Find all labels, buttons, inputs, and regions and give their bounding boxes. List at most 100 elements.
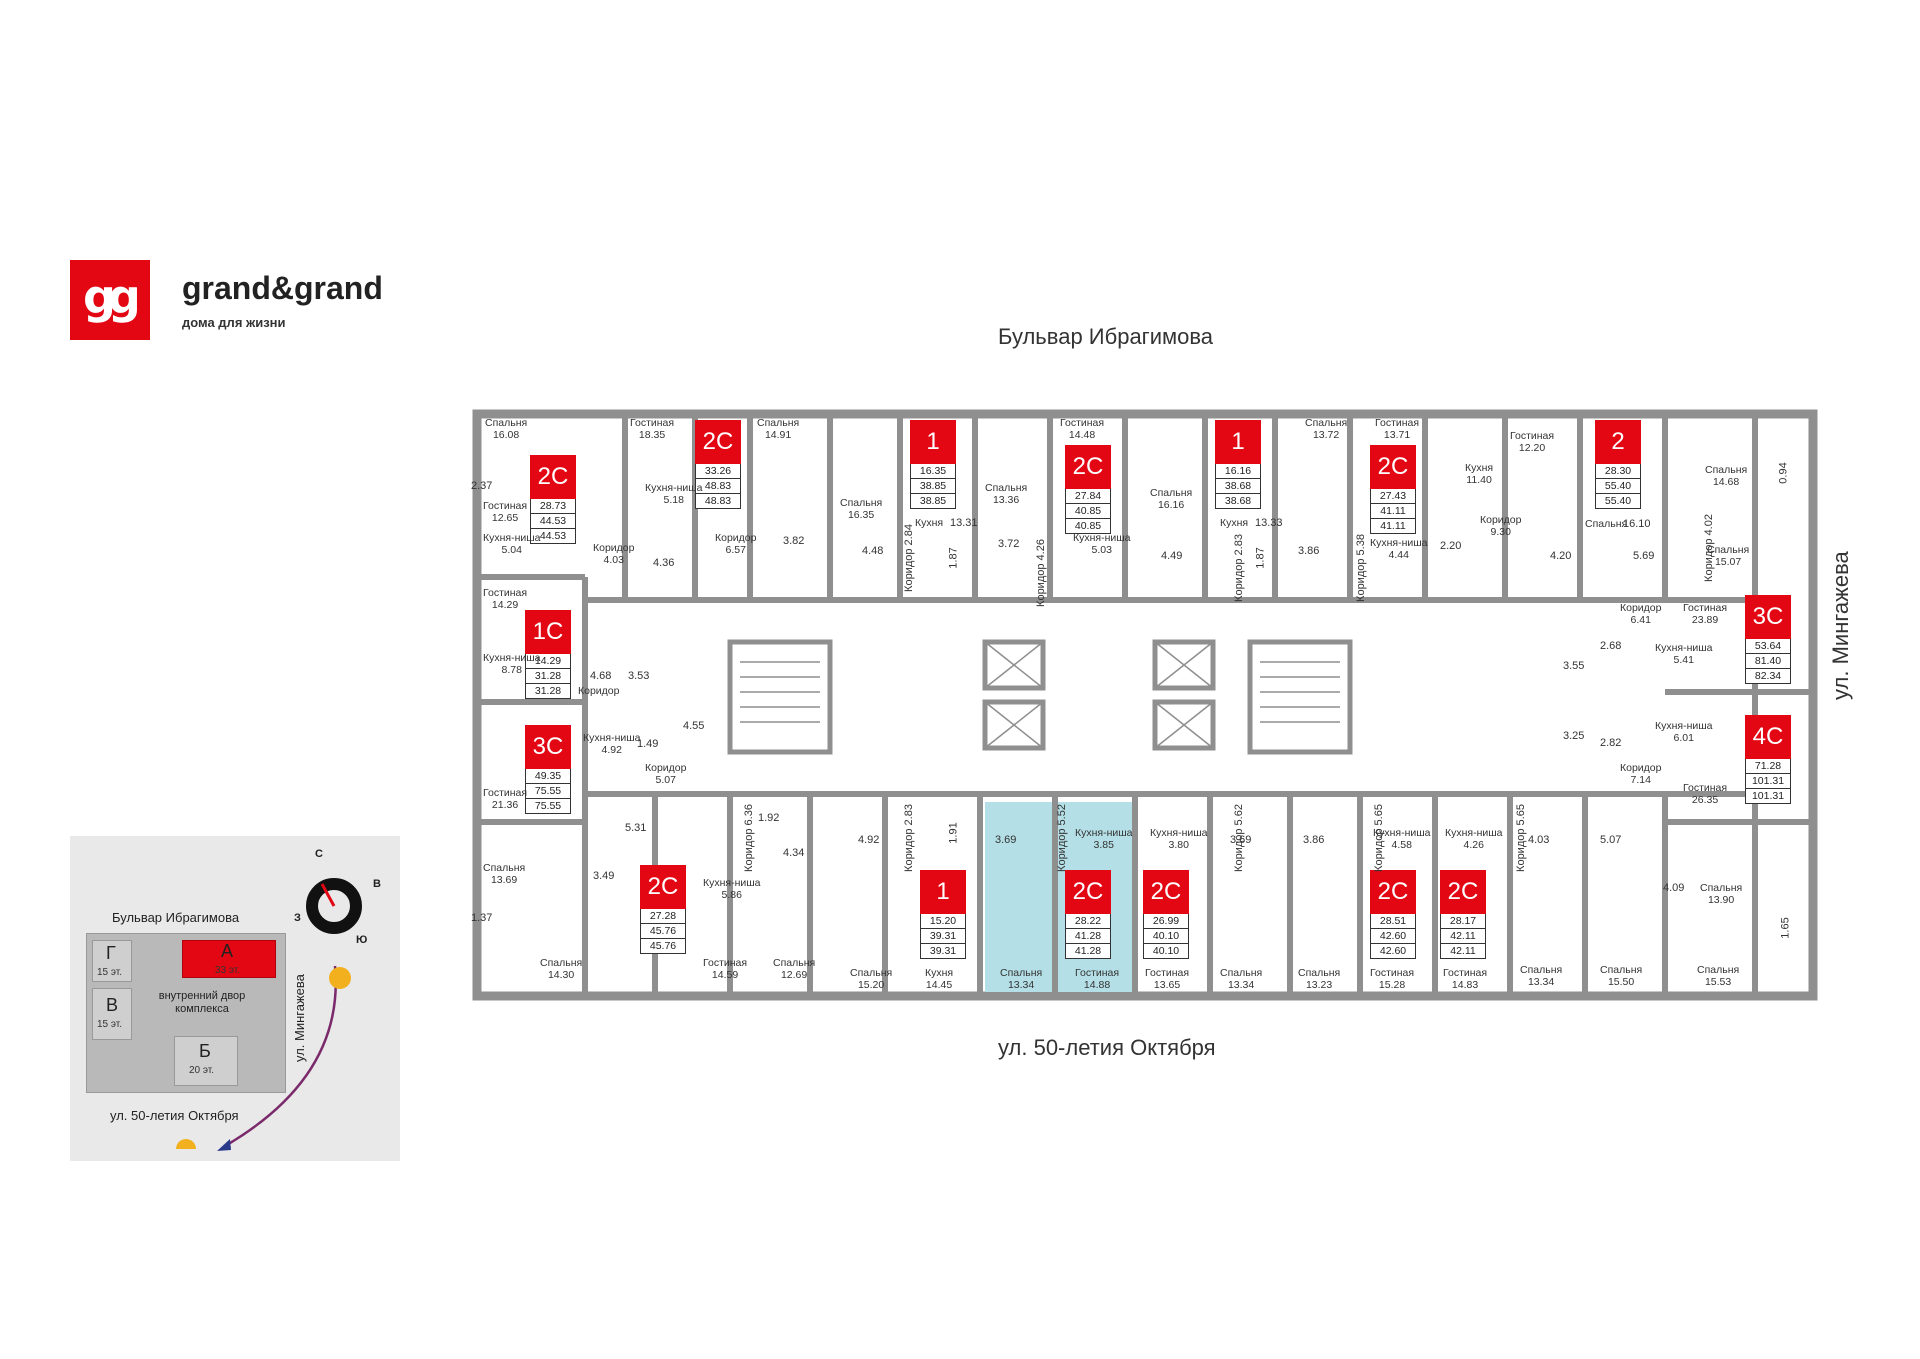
area-number: 3.53: [628, 670, 650, 682]
area-number: 1.91: [947, 822, 960, 844]
area-number: 3.49: [593, 870, 615, 882]
area-number: 4.20: [1550, 550, 1572, 562]
area-number: 4.48: [862, 545, 884, 557]
corridor-label: Коридор 2.83: [902, 804, 915, 872]
site-minimap: Бульвар Ибрагимова Г 15 эт. А 33 эт. В 1…: [70, 836, 400, 1161]
area-number: 2.20: [1440, 540, 1462, 552]
area-number: 0.94: [1777, 462, 1790, 484]
area-number: 1.37: [471, 912, 493, 924]
corridor-label: Коридор 5.65: [1372, 804, 1385, 872]
area-number: 4.55: [683, 720, 705, 732]
corridor-label: Коридор 5.38: [1354, 534, 1367, 602]
compass-east: В: [373, 878, 381, 890]
area-number: 4.34: [783, 847, 805, 859]
area-number: 2.37: [471, 480, 493, 492]
area-number: 4.03: [1528, 834, 1550, 846]
corridor-label: Коридор 2.83: [1232, 534, 1245, 602]
brand-logo: gg grand&grand дома для жизни: [70, 260, 383, 340]
corridor-label: Коридор 6.36: [742, 804, 755, 872]
area-number: 5.07: [1600, 834, 1622, 846]
area-number: 1.87: [947, 547, 960, 569]
area-number: 2.68: [1600, 640, 1622, 652]
minimap-block-a: А 33 эт.: [182, 940, 276, 978]
area-number: 3.69: [995, 834, 1017, 846]
area-number: 3.69: [1230, 834, 1252, 846]
area-number: 5.69: [1633, 550, 1655, 562]
corridor-label: Коридор 4.02: [1702, 514, 1715, 582]
corridor-label: Коридор 2.84: [902, 524, 915, 592]
room-area: 16.10: [1623, 518, 1651, 530]
area-number: 1.92: [758, 812, 780, 824]
street-label-top: Бульвар Ибрагимова: [998, 324, 1214, 349]
corridor-label: Коридор 5.62: [1232, 804, 1245, 872]
minimap-graphics: [170, 878, 362, 1161]
room-label: Коридор: [578, 685, 620, 697]
brand-tagline: дома для жизни: [182, 314, 286, 330]
area-number: 1.65: [1779, 917, 1792, 939]
corridor-label: Коридор 5.52: [1055, 804, 1068, 872]
room-label: Спальня: [1585, 518, 1628, 530]
minimap-courtyard-label: внутренний двор комплекса: [158, 990, 246, 1015]
compass-south: Ю: [356, 934, 368, 946]
area-number: 3.55: [1563, 660, 1585, 672]
area-number: 4.49: [1161, 550, 1183, 562]
area-number: 3.25: [1563, 730, 1585, 742]
street-label-bottom: ул. 50-летия Октября: [998, 1035, 1216, 1060]
area-number: 5.31: [625, 822, 647, 834]
minimap-block-g: Г 15 эт.: [92, 940, 132, 982]
corridor-label: Коридор 5.65: [1514, 804, 1527, 872]
area-number: 3.86: [1303, 834, 1325, 846]
